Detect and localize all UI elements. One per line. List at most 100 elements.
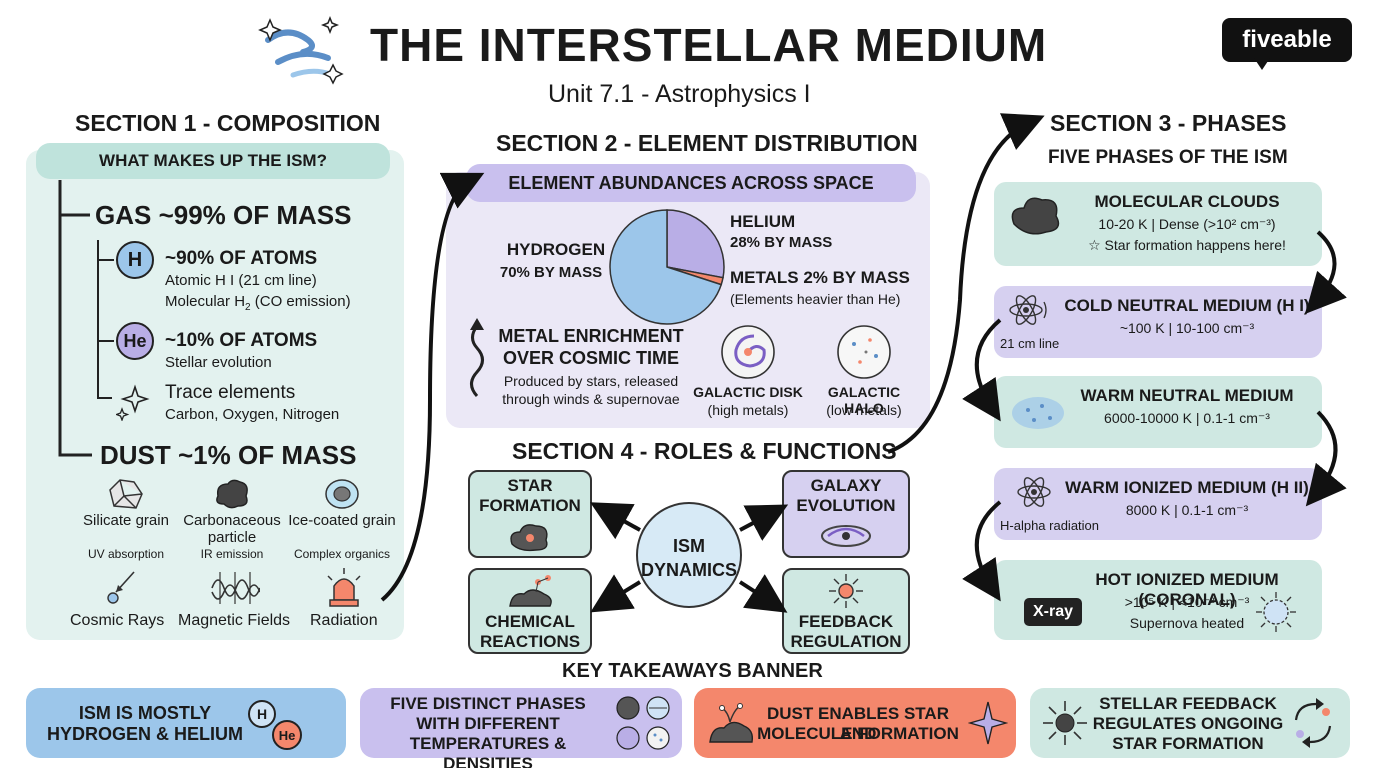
galactic-disk-title: GALACTIC DISK [693, 384, 803, 400]
enrichment-line2: through winds & supernovae [502, 391, 680, 407]
galactic-disk-note: (high metals) [707, 402, 789, 418]
silicate-grain-icon [106, 476, 146, 512]
hydrogen-line2: Molecular H2 (CO emission) [165, 293, 351, 313]
enrichment-title1: METAL ENRICHMENT [498, 326, 684, 346]
pie-note-metals: (Elements heavier than He) [730, 291, 901, 307]
dust-grain-role: IR emission [200, 547, 264, 561]
takeaway3-line1: DUST ENABLES STAR AND [767, 704, 949, 743]
phase-name: COLD NEUTRAL MEDIUM (H I) [1064, 296, 1310, 315]
section4-title: SECTION 4 - ROLES & FUNCTIONS [512, 438, 897, 464]
role-feed-line1: FEEDBACK [798, 612, 894, 631]
phases-grid-icon [614, 694, 674, 754]
header-logo-icon [258, 10, 348, 90]
takeaway2-line1: FIVE DISTINCT PHASES [390, 694, 586, 713]
phase-stats: 10-20 K | Dense (>10² cm⁻³) [1098, 216, 1276, 232]
role-star-line2: FORMATION [479, 496, 581, 515]
ice-grain-icon [322, 476, 362, 512]
feedback-burst-icon [826, 572, 866, 610]
galactic-halo-title: GALACTIC HALO [827, 384, 901, 416]
xray-badge: X-ray [1024, 598, 1082, 626]
trace-title: Trace elements [165, 382, 296, 403]
helium-line1: Stellar evolution [165, 354, 272, 371]
radiation-icon [322, 566, 366, 608]
phase-tag: H-alpha radiation [1000, 518, 1100, 533]
takeaway1-line1: ISM IS MOSTLY [78, 703, 212, 723]
molecule-rock-icon [506, 572, 556, 610]
dust-heading: DUST ~1% OF MASS [100, 440, 357, 470]
section1-question: WHAT MAKES UP THE ISM? [36, 143, 390, 179]
role-chemical-reactions[interactable] [468, 568, 592, 654]
section3-subtitle: FIVE PHASES OF THE ISM [1048, 147, 1288, 168]
magnetic-fields-label: Magnetic Fields [178, 612, 291, 629]
phase-stats: >10⁵ K | <10⁻² cm⁻³ [1124, 594, 1250, 610]
star-forming-cloud-icon [506, 518, 554, 554]
ionized-atom-icon [1014, 472, 1058, 517]
takeaway-helium-icon: He [272, 720, 302, 750]
dust-rock-icon [706, 700, 756, 746]
pie-label-metals: METALS 2% BY MASS [730, 268, 910, 287]
phase-tag: 21 cm line [1000, 336, 1060, 351]
phase-stats: 8000 K | 0.1-1 cm⁻³ [1125, 502, 1249, 518]
role-galaxy-evolution[interactable] [782, 470, 910, 558]
takeaway2-line3: TEMPERATURES & DENSITIES [409, 734, 567, 768]
pie-slice [666, 209, 725, 279]
cycle-arrows-icon [1286, 696, 1340, 750]
role-galaxy-line2: EVOLUTION [796, 496, 896, 515]
phase-name: HOT IONIZED MEDIUM (CORONAL) [1095, 570, 1279, 609]
enrichment-arrow-icon [462, 316, 492, 400]
takeaway3-line2: MOLECULE FORMATION [757, 724, 959, 743]
page-subtitle: Unit 7.1 - Astrophysics I [548, 80, 811, 108]
phase-note: ☆ Star formation happens here! [1088, 237, 1286, 253]
sparkle-icon [114, 383, 154, 422]
brand-logo[interactable]: fiveable [1222, 18, 1352, 62]
dust-grain-role: UV absorption [87, 547, 165, 561]
takeaway4-line3: STAR FORMATION [1112, 734, 1264, 753]
dust-grain-name: Carbonaceous particle [183, 512, 281, 546]
phase-note: Supernova heated [1129, 615, 1245, 631]
magnetic-fields-icon [210, 568, 261, 608]
radiation-label: Radiation [310, 612, 378, 629]
trace-line1: Carbon, Oxygen, Nitrogen [165, 406, 340, 423]
pie-label-hydrogen: HYDROGEN [506, 240, 606, 259]
supernova-icon [1040, 698, 1090, 748]
section1-title: SECTION 1 - COMPOSITION [75, 110, 381, 136]
atom-icon [1006, 290, 1050, 335]
role-chem-line1: CHEMICAL [485, 612, 575, 631]
dust-grain-name: Silicate grain [83, 512, 169, 529]
gas-heading: GAS ~99% OF MASS [95, 200, 352, 230]
takeaway-dust [694, 688, 1016, 758]
abundance-pie-chart [609, 209, 725, 325]
ism-dynamics-line1: ISM [672, 536, 705, 556]
cosmic-rays-icon [100, 568, 140, 608]
hydrogen-symbol: H [116, 241, 154, 279]
phase-card[interactable] [994, 468, 1322, 540]
takeaway4-line1: STELLAR FEEDBACK [1099, 694, 1277, 713]
role-feedback-regulation[interactable] [782, 568, 910, 654]
phase-name: MOLECULAR CLOUDS [1094, 192, 1280, 211]
section2-title: SECTION 2 - ELEMENT DISTRIBUTION [496, 130, 918, 156]
brand-logo-tail [1254, 58, 1270, 70]
pie-note-helium: 28% BY MASS [730, 234, 833, 251]
phase-stats: 6000-10000 K | 0.1-1 cm⁻³ [1104, 410, 1270, 426]
galaxy-icon [818, 520, 874, 552]
pie-note-hydrogen: 70% BY MASS [499, 264, 603, 281]
hydrogen-line1: Atomic H I (21 cm line) [165, 272, 317, 289]
role-star-line1: STAR [507, 476, 553, 495]
page-title: THE INTERSTELLAR MEDIUM [370, 19, 1048, 71]
takeaway1-line2: HYDROGEN & HELIUM [46, 724, 243, 744]
dust-grain-name: Ice-coated grain [288, 512, 396, 529]
cosmic-rays-label: Cosmic Rays [70, 612, 165, 629]
phase-name: WARM NEUTRAL MEDIUM [1080, 386, 1294, 405]
warm-gas-icon [1008, 390, 1068, 441]
ism-dynamics-hub[interactable] [636, 502, 742, 608]
role-galaxy-line1: GALAXY [810, 476, 882, 495]
hot-plasma-icon [1254, 590, 1298, 639]
section2-banner: ELEMENT ABUNDANCES ACROSS SPACE [466, 164, 916, 202]
galactic-disk-icon [720, 324, 776, 380]
phase-name: WARM IONIZED MEDIUM (H II) [1065, 478, 1309, 497]
role-chem-line2: REACTIONS [479, 632, 581, 651]
carbon-particle-icon [212, 476, 252, 512]
enrichment-line1: Produced by stars, released [503, 373, 679, 389]
section3-title: SECTION 3 - PHASES [1050, 110, 1287, 136]
phase-card[interactable] [994, 286, 1322, 358]
